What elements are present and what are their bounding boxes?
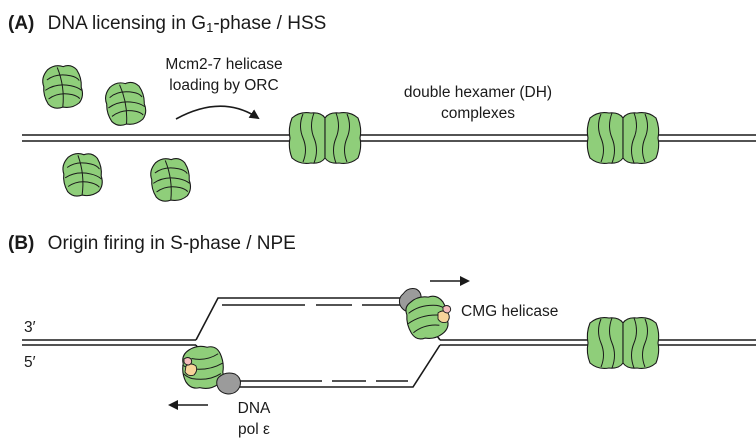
pol-epsilon-label-line1: DNA	[238, 400, 271, 417]
panel-a-title-subscript: 1	[206, 20, 213, 35]
free-mcm-hexamer	[39, 62, 85, 112]
panel-a-title: (A) DNA licensing in G1-phase / HSS	[8, 13, 326, 35]
panel-a: (A) DNA licensing in G1-phase / HSS Mcm2…	[8, 13, 756, 205]
loading-arrow	[175, 105, 260, 120]
strand-label-3prime: 3′	[24, 319, 36, 336]
double-hexamer-label-line2: complexes	[441, 105, 515, 122]
double-hexamer-complex	[288, 112, 362, 164]
pol-epsilon-label-line2: pol ε	[238, 421, 270, 438]
cmg-helicase-left-fork	[179, 342, 241, 395]
panel-b: (B) Origin firing in S-phase / NPE 3′ 5′	[8, 233, 756, 438]
mcm-loading-annotation-line2: loading by ORC	[169, 77, 278, 94]
panel-b-label: (B)	[8, 233, 34, 254]
panel-a-title-post: -phase / HSS	[213, 13, 326, 34]
strand-label-5prime: 5′	[24, 354, 36, 371]
pol-epsilon-left	[216, 372, 241, 395]
mcm-loading-annotation-line1: Mcm2-7 helicase	[165, 56, 282, 73]
free-mcm-hexamer	[102, 78, 149, 129]
free-mcm-hexamer	[60, 150, 105, 199]
panel-b-title-text: Origin firing in S-phase / NPE	[48, 233, 296, 254]
cdc45-left	[183, 357, 193, 366]
double-hexamer-label-line1: double hexamer (DH)	[404, 84, 552, 101]
cmg-helicase-right-fork	[398, 288, 453, 344]
panel-b-title: (B) Origin firing in S-phase / NPE	[8, 233, 296, 254]
panel-a-title-pre: DNA licensing in G	[48, 13, 206, 34]
panel-a-label: (A)	[8, 13, 34, 34]
double-hexamer-complex	[586, 112, 660, 164]
free-mcm-hexamer	[147, 155, 193, 205]
unfired-double-hexamer	[586, 317, 660, 369]
cdc45-right	[442, 305, 452, 314]
cmg-helicase-label: CMG helicase	[461, 303, 558, 320]
gins-left	[184, 363, 198, 377]
